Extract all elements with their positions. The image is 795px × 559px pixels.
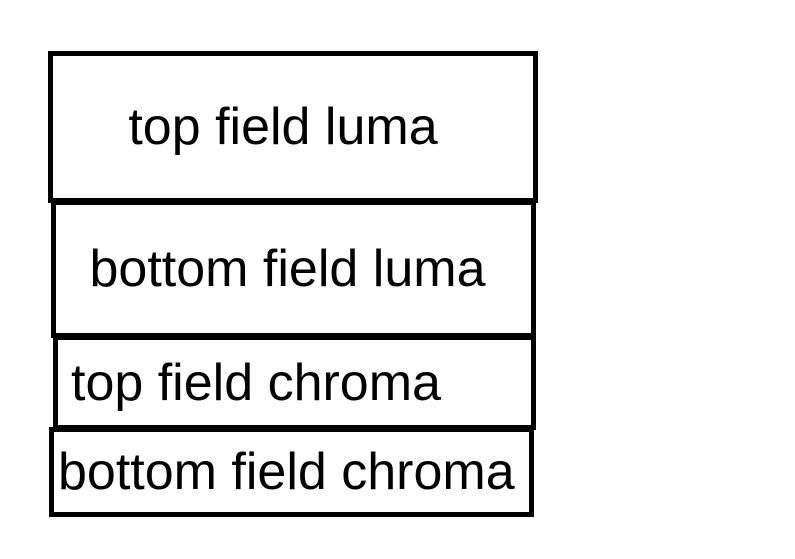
box-bottom-field-luma-label: bottom field luma bbox=[89, 240, 486, 298]
box-top-field-luma: top field luma bbox=[48, 51, 538, 203]
box-top-field-luma-label: top field luma bbox=[128, 98, 438, 156]
box-bottom-field-chroma: bottom field chroma bbox=[49, 427, 534, 517]
box-top-field-chroma-label: top field chroma bbox=[71, 353, 441, 412]
box-bottom-field-luma: bottom field luma bbox=[51, 200, 536, 338]
box-top-field-chroma: top field chroma bbox=[53, 335, 536, 430]
box-bottom-field-chroma-label: bottom field chroma bbox=[58, 443, 515, 501]
